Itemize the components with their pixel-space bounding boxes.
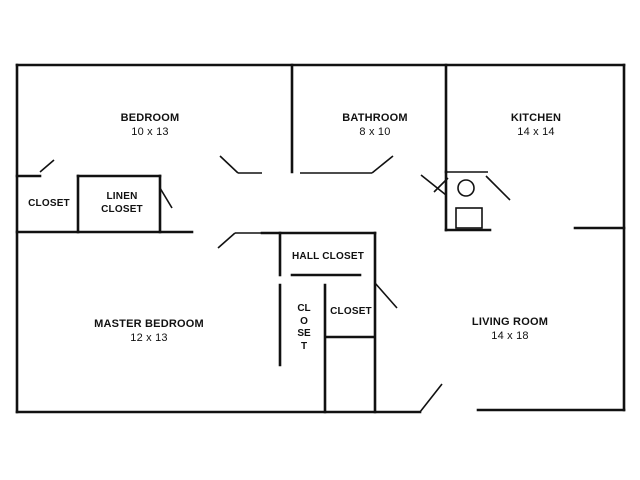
top-partitions [290,63,448,174]
bathroom-label: BATHROOM 8 x 10 [332,111,418,139]
door-swings [39,155,447,413]
living-room-label: LIVING ROOM 14 x 18 [462,315,558,343]
hall-closet-label: HALL CLOSET [288,250,368,263]
master-bedroom-size: 12 x 13 [130,332,168,344]
kitchen-fixtures [433,170,626,232]
closet-center-label: CLOSET [326,305,376,318]
bathroom-size: 8 x 10 [359,126,391,138]
hall-closets [260,231,377,414]
bedroom-label: BEDROOM 10 x 13 [110,111,190,139]
bathroom-name: BATHROOM [342,112,408,124]
outer-walls [15,63,626,414]
bedroom-size: 10 x 13 [131,126,169,138]
kitchen-label: KITCHEN 14 x 14 [496,111,576,139]
linen-closet-line1: LINEN [106,191,138,202]
master-bedroom-label: MASTER BEDROOM 12 x 13 [86,317,212,345]
master-bedroom-name: MASTER BEDROOM [94,318,204,330]
closet-vertical-label: CLOSET [297,303,311,352]
kitchen-name: KITCHEN [510,112,562,124]
linen-closet-label: LINEN CLOSET [90,190,154,216]
closet-center-name: CLOSET [330,306,372,317]
closet-left-label: CLOSET [22,197,76,210]
kitchen-size: 14 x 14 [517,126,555,138]
closet-left-name: CLOSET [28,198,70,209]
living-room-name: LIVING ROOM [471,316,549,328]
linen-closet-line2: CLOSET [101,204,143,215]
closet-band [15,174,194,234]
living-room-size: 14 x 18 [491,330,529,342]
hall-closet-name: HALL CLOSET [291,251,364,262]
bedroom-name: BEDROOM [120,112,180,124]
